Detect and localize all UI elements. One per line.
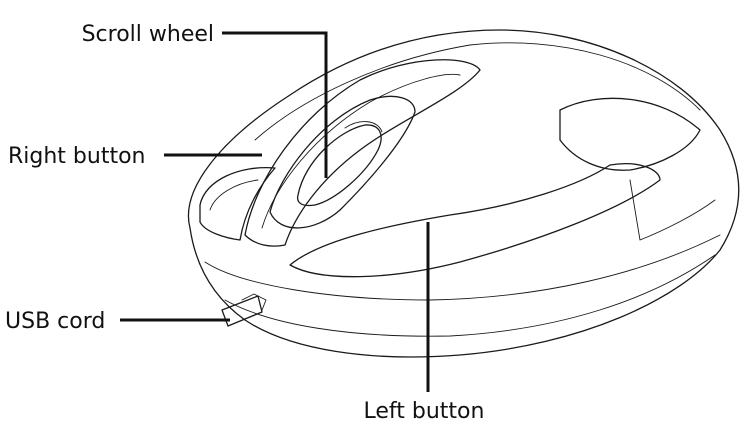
mouse-shell-top-edge xyxy=(255,43,700,140)
mouse-base-rim xyxy=(205,235,720,300)
right-button-label: Right button xyxy=(8,144,146,169)
side-swoosh xyxy=(560,98,700,170)
center-groove-outer xyxy=(245,60,480,246)
left-button-shape xyxy=(290,164,660,277)
mouse-body-outline xyxy=(188,30,738,357)
center-groove-inner xyxy=(262,74,460,228)
usb-cord-label: USB cord xyxy=(5,309,105,334)
right-button-shape xyxy=(200,168,275,240)
scroll-wheel-shape xyxy=(298,125,381,206)
scroll-wheel-label: Scroll wheel xyxy=(82,22,214,47)
scroll-wheel-housing xyxy=(270,96,415,228)
usb-cord-strain xyxy=(242,294,266,310)
left-button-label: Left button xyxy=(364,399,485,424)
side-panel xyxy=(630,180,715,240)
